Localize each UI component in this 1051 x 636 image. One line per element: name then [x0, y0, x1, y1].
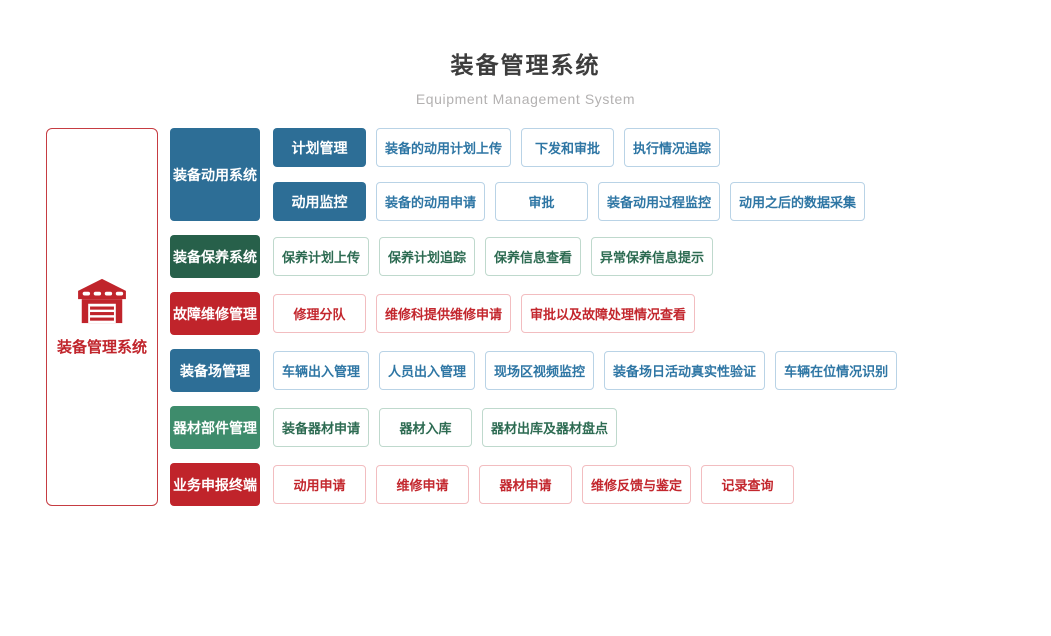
sub-rows: 计划管理装备的动用计划上传下发和审批执行情况追踪动用监控装备的动用申请审批装备动…: [273, 128, 866, 221]
feature-node: 器材入库: [379, 408, 473, 447]
category-node: 装备保养系统: [170, 235, 260, 278]
feature-node: 器材出库及器材盘点: [482, 408, 618, 447]
feature-node: 保养计划上传: [273, 237, 370, 276]
feature-node: 维修科提供维修申请: [376, 294, 512, 333]
feature-node: 装备动用过程监控: [598, 182, 721, 221]
feature-node: 装备的动用申请: [376, 182, 486, 221]
feature-node: 异常保养信息提示: [591, 237, 714, 276]
feature-node: 动用之后的数据采集: [730, 182, 866, 221]
diagram-row: 业务申报终端动用申请维修申请器材申请维修反馈与鉴定记录查询: [170, 463, 897, 506]
feature-node: 装备场日活动真实性验证: [604, 351, 766, 390]
feature-node: 下发和审批: [521, 128, 615, 167]
feature-node: 车辆在位情况识别: [775, 351, 898, 390]
feature-group: 保养计划上传保养计划追踪保养信息查看异常保养信息提示: [273, 237, 714, 276]
feature-group: 动用申请维修申请器材申请维修反馈与鉴定记录查询: [273, 465, 795, 504]
feature-node: 执行情况追踪: [624, 128, 721, 167]
warehouse-icon: [76, 278, 128, 324]
diagram-row: 装备动用系统计划管理装备的动用计划上传下发和审批执行情况追踪动用监控装备的动用申…: [170, 128, 897, 221]
feature-node: 修理分队: [273, 294, 366, 333]
diagram-row: 装备保养系统保养计划上传保养计划追踪保养信息查看异常保养信息提示: [170, 235, 897, 278]
feature-node: 装备的动用计划上传: [376, 128, 512, 167]
feature-node: 现场区视频监控: [485, 351, 595, 390]
page-subtitle: Equipment Management System: [415, 91, 636, 107]
category-node: 故障维修管理: [170, 292, 260, 335]
feature-node: 保养信息查看: [485, 237, 582, 276]
feature-node: 维修反馈与鉴定: [582, 465, 692, 504]
diagram-sub-row: 动用监控装备的动用申请审批装备动用过程监控动用之后的数据采集: [273, 182, 866, 221]
feature-group: 装备器材申请器材入库器材出库及器材盘点: [273, 408, 618, 447]
feature-node: 器材申请: [479, 465, 572, 504]
feature-node: 记录查询: [701, 465, 795, 504]
diagram-sub-row: 计划管理装备的动用计划上传下发和审批执行情况追踪: [273, 128, 865, 167]
feature-node: 审批: [495, 182, 589, 221]
feature-node: 保养计划追踪: [379, 237, 476, 276]
feature-node: 动用申请: [273, 465, 366, 504]
diagram-row: 器材部件管理装备器材申请器材入库器材出库及器材盘点: [170, 406, 897, 449]
subcategory-node: 动用监控: [273, 182, 366, 221]
root-node-label: 装备管理系统: [56, 338, 147, 356]
root-node: 装备管理系统: [46, 128, 158, 506]
category-node: 器材部件管理: [170, 406, 260, 449]
page-header: 装备管理系统 Equipment Management System: [0, 46, 1051, 107]
feature-node: 审批以及故障处理情况查看: [521, 294, 696, 333]
system-diagram: 装备管理系统 装备动用系统计划管理装备的动用计划上传下发和审批执行情况追踪动用监…: [46, 128, 898, 506]
page-title: 装备管理系统: [450, 52, 601, 78]
feature-node: 车辆出入管理: [273, 351, 370, 390]
feature-node: 维修申请: [376, 465, 469, 504]
category-node: 装备动用系统: [170, 128, 260, 221]
category-node: 业务申报终端: [170, 463, 260, 506]
diagram-row: 装备场管理车辆出入管理人员出入管理现场区视频监控装备场日活动真实性验证车辆在位情…: [170, 349, 898, 392]
category-node: 装备场管理: [170, 349, 260, 392]
feature-node: 人员出入管理: [379, 351, 476, 390]
feature-group: 装备的动用申请审批装备动用过程监控动用之后的数据采集: [376, 182, 866, 221]
feature-group: 修理分队维修科提供维修申请审批以及故障处理情况查看: [273, 294, 696, 333]
feature-group: 装备的动用计划上传下发和审批执行情况追踪: [376, 128, 721, 167]
diagram-rows: 装备动用系统计划管理装备的动用计划上传下发和审批执行情况追踪动用监控装备的动用申…: [170, 128, 898, 506]
feature-group: 车辆出入管理人员出入管理现场区视频监控装备场日活动真实性验证车辆在位情况识别: [273, 351, 898, 390]
diagram-row: 故障维修管理修理分队维修科提供维修申请审批以及故障处理情况查看: [170, 292, 897, 335]
feature-node: 装备器材申请: [273, 408, 370, 447]
subcategory-node: 计划管理: [273, 128, 366, 167]
